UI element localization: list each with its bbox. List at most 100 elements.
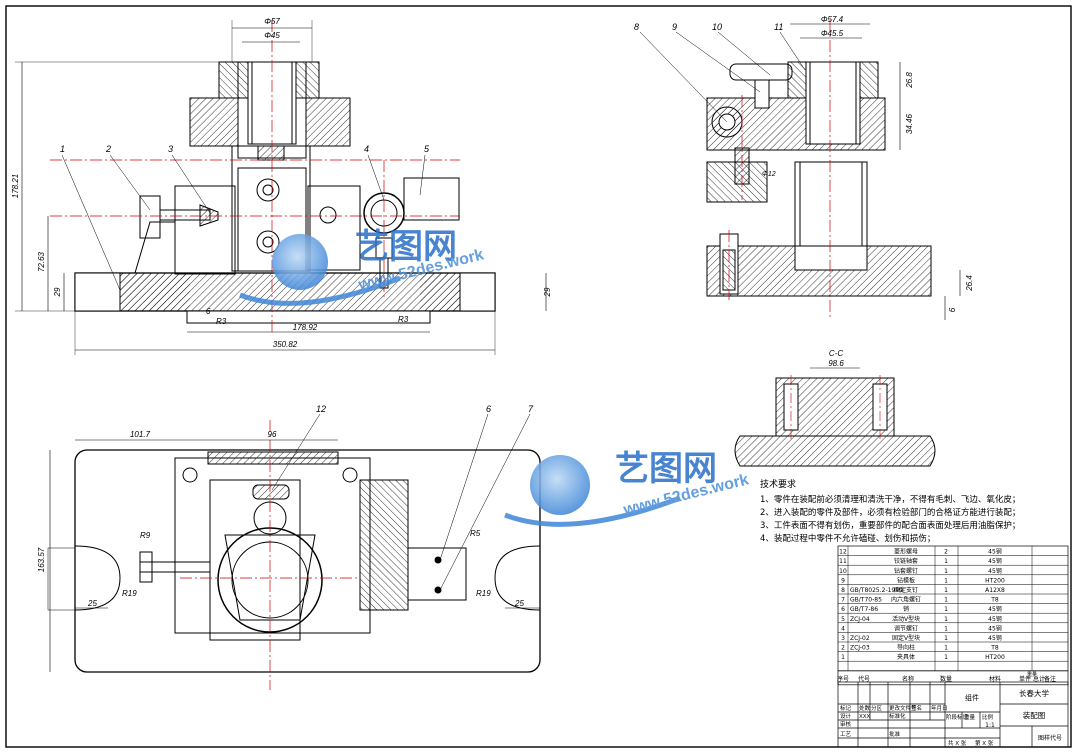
dim-r3-left: R3 [216,317,227,326]
dim-six-left: 6 [206,307,211,316]
note-4: 4、装配过程中零件不允许磕碰、划伤和损伤； [760,533,935,544]
balloon-11: 11 [774,22,783,32]
note-1: 1、零件在装配前必须清理和清洗干净，不得有毛刺、飞边、氧化皮； [760,494,1020,505]
bom-row-no: 2 [841,645,845,652]
bom-row-qty: 1 [944,577,948,584]
bom-row-name: 固定支钉 [894,586,918,594]
sheet-border [5,5,1072,748]
bom-row-qty: 2 [944,549,948,556]
dim-plan-r19-left: R19 [122,589,137,598]
bom-row-qty: 1 [944,616,948,623]
bom-row-no: 8 [841,587,845,594]
bom-row-no: 1 [841,654,845,661]
bom-row-name: 导向柱 [897,644,915,652]
dim-side-h1: 26.8 [905,72,914,89]
bom-row-mat: T8 [990,597,999,604]
bom-row-mat: 45钢 [988,615,1002,623]
bom-row-no: 5 [841,616,845,623]
bom-row-code: GB/T8025.2-1999 [850,587,903,594]
bom-row-code: ZCJ-03 [850,645,870,652]
svg-text:艺图网: 艺图网 [615,450,717,488]
plan-view-dimensions: 101.7 96 163.57 R9 R19 R19 25 25 R5 12 6… [37,404,534,608]
bom-header-cell: 代号 [858,675,870,683]
bom-header-cell: 备注 [1044,675,1056,683]
dim-side-six: 6 [948,307,957,312]
bom-row-qty: 1 [944,625,948,632]
tb-row-4: 更改文件号 [889,704,917,712]
title-drawing: 装配图 [1023,710,1046,720]
bom-row-qty: 1 [944,568,948,575]
title-block-text: 长春大学 装配图 组件 图样代号 标记 处数 分区 更改文件号 签名 年月日 设… [840,688,1062,747]
bom-row-qty: 1 [944,558,948,565]
dim-section: 98.6 [828,359,844,368]
tb-review: 审核 [840,720,852,728]
section-cc [734,367,936,467]
tb-scale: 1:1 [985,722,995,729]
tb-row-3: 分区 [871,704,883,712]
bom-row-no: 11 [839,558,847,565]
bom-header-cell: 材料 [989,675,1001,683]
tb-stage: 阶段标记 [946,713,969,721]
tb-approve: 批准 [889,730,901,738]
bom-row-no: 7 [841,597,845,604]
title-school: 长春大学 [1019,688,1049,698]
side-view-dimensions: Φ57.4 Φ45.5 26.8 34.46 26.4 6 Φ12 8 9 10… [634,15,974,312]
watermark-front: 艺图网 www.52des.work [239,228,486,306]
bom-row-no: 12 [839,549,847,556]
balloon-2: 2 [105,144,111,154]
bom-row-code: ZCJ-02 [850,635,870,642]
note-3: 3、工件表面不得有划伤，重要部件的配合面表面处理后用油脂保护； [760,520,1020,531]
bom-header-mass: 重量 [1027,671,1037,678]
balloon-9: 9 [672,22,677,32]
bom-row-no: 6 [841,606,845,613]
bom-header-cell: 名称 [902,675,914,683]
dim-front-overall: 350.82 [273,340,298,349]
dim-side-pin: Φ12 [762,171,776,178]
bom-row-qty: 1 [944,606,948,613]
bom-row-name: 钻模板 [897,576,915,584]
title-group: 组件 [965,693,979,702]
dim-plan-25-right: 25 [514,599,524,608]
dim-side-h2: 34.46 [905,113,914,134]
watermark-notes: 艺图网 www.52des.work [504,450,751,527]
bom-row-name: 活动V型块 [892,615,920,623]
dim-side-h3: 26.4 [965,275,974,292]
bom-row-mat: 45钢 [988,605,1002,613]
section-label: C-C [829,349,843,358]
dim-plan-width: 96 [268,430,277,439]
balloon-3: 3 [168,144,173,154]
bom-row-code: GB/T7-86 [850,606,878,613]
balloon-12: 12 [316,404,326,414]
bom-row-mat: 45钢 [988,624,1002,632]
dim-plan-height: 163.57 [37,547,46,572]
bom-row-name: 调节螺钉 [894,624,918,632]
tb-xxx: XXX [859,714,871,720]
bom-row-mat: 45钢 [988,548,1002,556]
dim-plan-r5: R5 [470,529,481,538]
tb-design: 设计 [840,712,852,720]
bom-row-mat: 45钢 [988,557,1002,565]
balloon-10: 10 [712,22,722,32]
bom-row-name: 铰链轴套 [894,557,918,565]
dim-plan-offset: 101.7 [130,430,151,439]
technical-notes: 技术要求 1、零件在装配前必须清理和清洗干净，不得有毛刺、飞边、氧化皮； 2、进… [760,478,1020,544]
bom-row-qty: 1 [944,635,948,642]
bom-row-no: 9 [841,577,845,584]
bom-row-code: GB/T70-85 [850,597,882,604]
bom-row-name: 菱形螺母 [894,548,918,556]
bom-header-cell: 数量 [940,675,952,683]
tb-standard: 标准化 [889,712,906,720]
dim-side-bore-outer: Φ57.4 [821,15,844,24]
dim-r3-right: R3 [398,315,409,324]
plan-view [47,413,541,690]
bom-header-cell: 总计 [1033,675,1045,683]
dim-plan-r9: R9 [140,531,151,540]
bom-row-no: 4 [841,625,845,632]
bom-header-cell: 单件 [1019,675,1031,683]
title-code: 图样代号 [1038,734,1062,742]
bom-row-qty: 1 [944,587,948,594]
notes-title: 技术要求 [760,478,796,490]
tb-process: 工艺 [840,731,852,738]
